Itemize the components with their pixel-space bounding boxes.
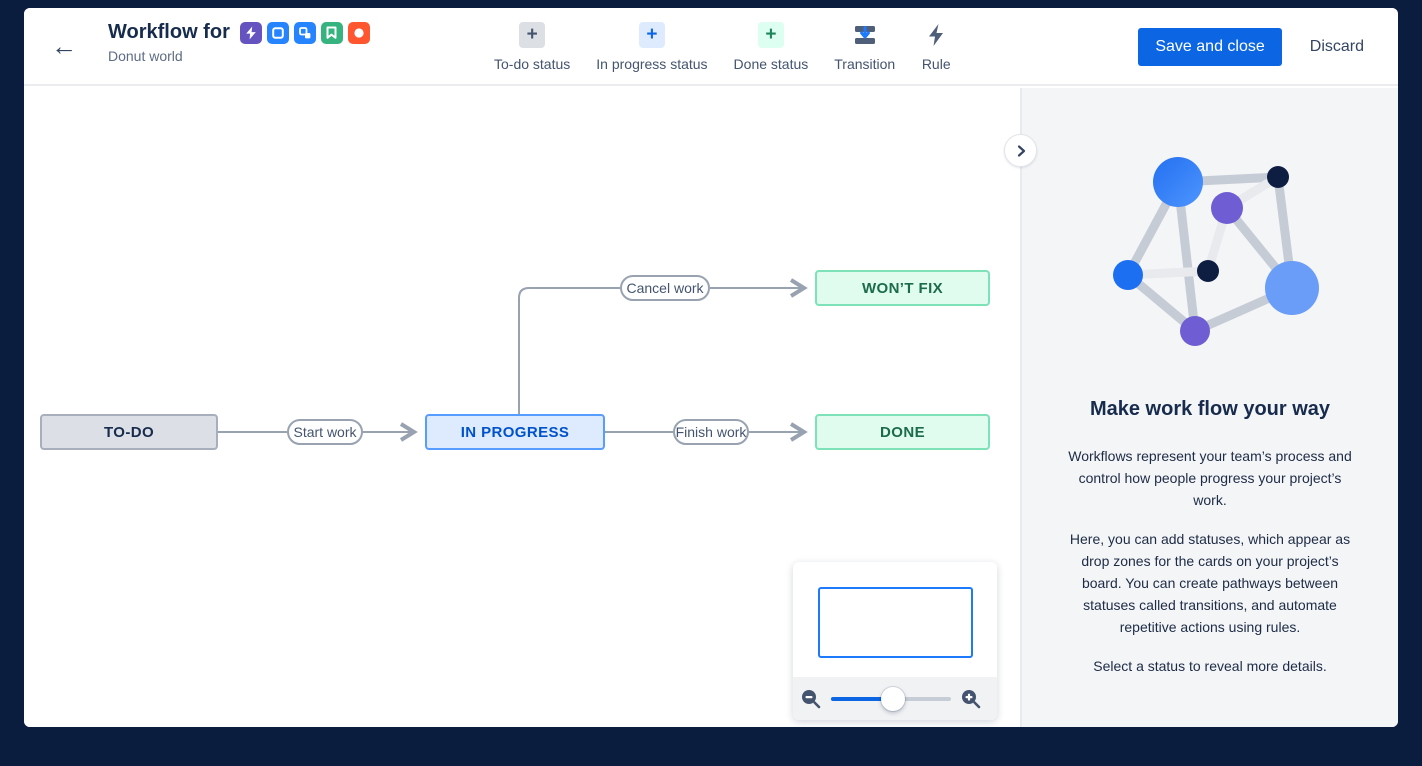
toolbar-item-label: Done status [733,56,809,72]
plus-icon: + [519,22,546,48]
zoom-slider-thumb[interactable] [881,686,905,711]
status-node-in-progress[interactable]: IN PROGRESS [425,414,605,450]
network-graph-illustration [1113,157,1319,346]
back-button[interactable]: ← [48,30,80,62]
status-node-wont-fix[interactable]: WON’T FIX [815,270,990,306]
panel-heading: Make work flow your way [1089,398,1331,420]
toolbar-item-label: To-do status [494,56,571,72]
minimap [793,562,997,720]
page-title: Workflow for [108,21,230,43]
save-and-close-button[interactable]: Save and close [1138,28,1282,66]
workflow-canvas[interactable]: TO-DO IN PROGRESS DONE WON’T FIX Start w… [24,88,1021,727]
zoom-slider-fill [831,696,893,701]
status-node-done[interactable]: DONE [815,414,990,450]
epic-icon [239,21,262,44]
zoom-out-button[interactable] [793,681,829,717]
plus-icon: + [757,22,784,48]
add-rule-button[interactable]: Rule [921,22,951,72]
add-todo-status-button[interactable]: + To-do status [494,22,570,72]
workflow-edges [218,278,808,442]
transition-pill-cancel-work[interactable]: Cancel work [620,275,710,301]
header-actions: Save and close Discard [1138,8,1398,86]
transition-pill-finish-work[interactable]: Finish work [673,419,749,445]
toolbar-item-label: Transition [834,56,896,72]
add-transition-button[interactable]: Transition [834,22,895,72]
workflow-editor-window: ← Workflow for [24,8,1398,727]
panel-paragraph: Select a status to reveal more details. [1093,658,1327,674]
bug-icon [347,21,370,44]
zoom-in-button[interactable] [953,681,989,717]
toolbar-item-label: In progress status [596,56,708,72]
discard-button[interactable]: Discard [1309,38,1364,55]
minimap-viewport[interactable] [818,587,973,658]
story-icon [320,21,343,44]
rule-lightning-icon [921,22,951,48]
chevron-right-icon [1017,144,1025,157]
add-done-status-button[interactable]: + Done status [733,22,809,72]
zoom-slider[interactable] [831,686,951,711]
task-icon [266,21,289,44]
toolbar: + To-do status + In progress status + Do… [494,22,951,72]
info-panel: Make work flow your way Workflows repres… [1022,88,1398,727]
status-node-todo[interactable]: TO-DO [40,414,218,450]
panel-paragraph: Workflows represent your team’s process … [1068,448,1352,508]
minimap-zoom-bar [793,677,997,720]
project-name: Donut world [108,48,183,64]
title-block: Workflow for [108,21,370,64]
header: ← Workflow for [24,8,1398,86]
main-area: TO-DO IN PROGRESS DONE WON’T FIX Start w… [24,88,1398,727]
transition-icon [850,22,880,48]
transition-pill-start-work[interactable]: Start work [287,419,363,445]
panel-paragraph: Here, you can add statuses, which appear… [1069,531,1351,635]
add-in-progress-status-button[interactable]: + In progress status [596,22,708,72]
panel-divider [1020,88,1022,727]
issue-type-icons [239,21,370,44]
panel-description: Workflows represent your team’s process … [1062,445,1358,677]
panel-collapse-button[interactable] [1004,134,1037,167]
subtask-icon [293,21,316,44]
plus-icon: + [638,22,665,48]
toolbar-item-label: Rule [921,56,951,72]
